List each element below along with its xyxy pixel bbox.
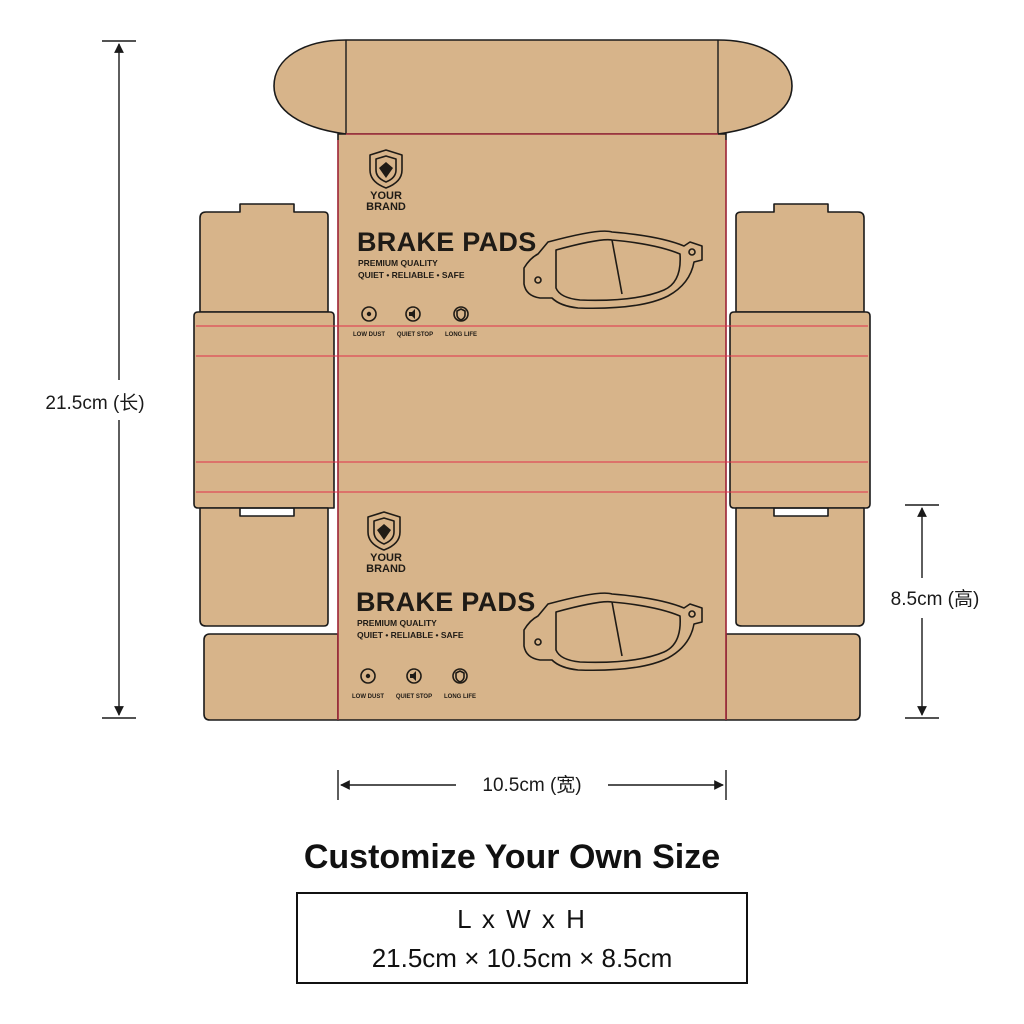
low-dust-icon-lower — [360, 668, 376, 684]
left-side-wall — [193, 311, 335, 509]
size-formula: L x W x H — [457, 904, 587, 934]
height-label: 8.5cm (高) — [891, 588, 980, 610]
lower-print-panel: YOUR BRAND BRAKE PADS PREMIUM QUALITY QU… — [352, 511, 703, 700]
quiet-stop-icon — [405, 306, 421, 322]
long-life-icon — [453, 306, 469, 322]
shield-logo-icon — [369, 149, 403, 189]
right-upper-dust-flap — [735, 203, 865, 313]
shield-emblem-icon — [379, 162, 393, 178]
height-dimension: 8.5cm (高) — [891, 504, 980, 719]
customize-heading: Customize Your Own Size — [303, 838, 721, 876]
main-body-panels — [337, 133, 727, 721]
left-upper-dust-flap — [199, 203, 329, 313]
shield-logo-icon-lower — [367, 511, 401, 551]
product-title: BRAKE PADS — [357, 227, 537, 257]
brand-line2: BRAND — [366, 201, 406, 213]
feature-label-2-lower: QUIET STOP — [396, 694, 432, 700]
upper-print-panel: YOUR BRAND BRAKE PADS PREMIUM QUALITY QU… — [353, 149, 703, 338]
left-lower-dust-flap — [199, 507, 329, 627]
feature-label-3: LONG LIFE — [445, 332, 477, 338]
quality-text-lower: PREMIUM QUALITY — [357, 618, 437, 628]
brand-line2-lower: BRAND — [366, 563, 406, 575]
length-dimension: 21.5cm (长) — [45, 40, 145, 719]
low-dust-icon — [361, 306, 377, 322]
long-life-icon-lower — [452, 668, 468, 684]
right-lower-dust-flap — [735, 507, 865, 627]
feature-label-3-lower: LONG LIFE — [444, 694, 476, 700]
shield-emblem-icon-lower — [377, 524, 391, 540]
brake-pad-illustration-icon-lower — [523, 592, 703, 672]
tagline-text: QUIET • RELIABLE • SAFE — [358, 270, 465, 280]
feature-label-1: LOW DUST — [353, 332, 385, 338]
quiet-stop-icon-lower — [406, 668, 422, 684]
bottom-front-flap-left — [203, 633, 339, 721]
size-formula-box: L x W x H 21.5cm × 10.5cm × 8.5cm — [296, 892, 748, 984]
feature-icons-row-lower: LOW DUST QUIET STOP LONG LIFE — [352, 668, 476, 700]
brand-line1: YOUR — [370, 190, 402, 202]
right-side-wall — [729, 311, 871, 509]
width-label: 10.5cm (宽) — [482, 774, 581, 796]
feature-icons-row: LOW DUST QUIET STOP LONG LIFE — [353, 306, 477, 338]
length-label: 21.5cm (长) — [45, 392, 144, 414]
quality-text: PREMIUM QUALITY — [358, 258, 438, 268]
feature-label-2: QUIET STOP — [397, 332, 433, 338]
size-values: 21.5cm × 10.5cm × 8.5cm — [371, 943, 673, 973]
feature-label-1-lower: LOW DUST — [352, 694, 384, 700]
tagline-text-lower: QUIET • RELIABLE • SAFE — [357, 630, 464, 640]
bottom-front-flap-right — [725, 633, 861, 721]
brake-pad-illustration-icon — [523, 230, 703, 310]
top-tuck-flap — [273, 39, 793, 135]
brand-line1-lower: YOUR — [370, 552, 402, 564]
product-title-lower: BRAKE PADS — [356, 587, 536, 617]
width-dimension: 10.5cm (宽) — [337, 770, 727, 800]
